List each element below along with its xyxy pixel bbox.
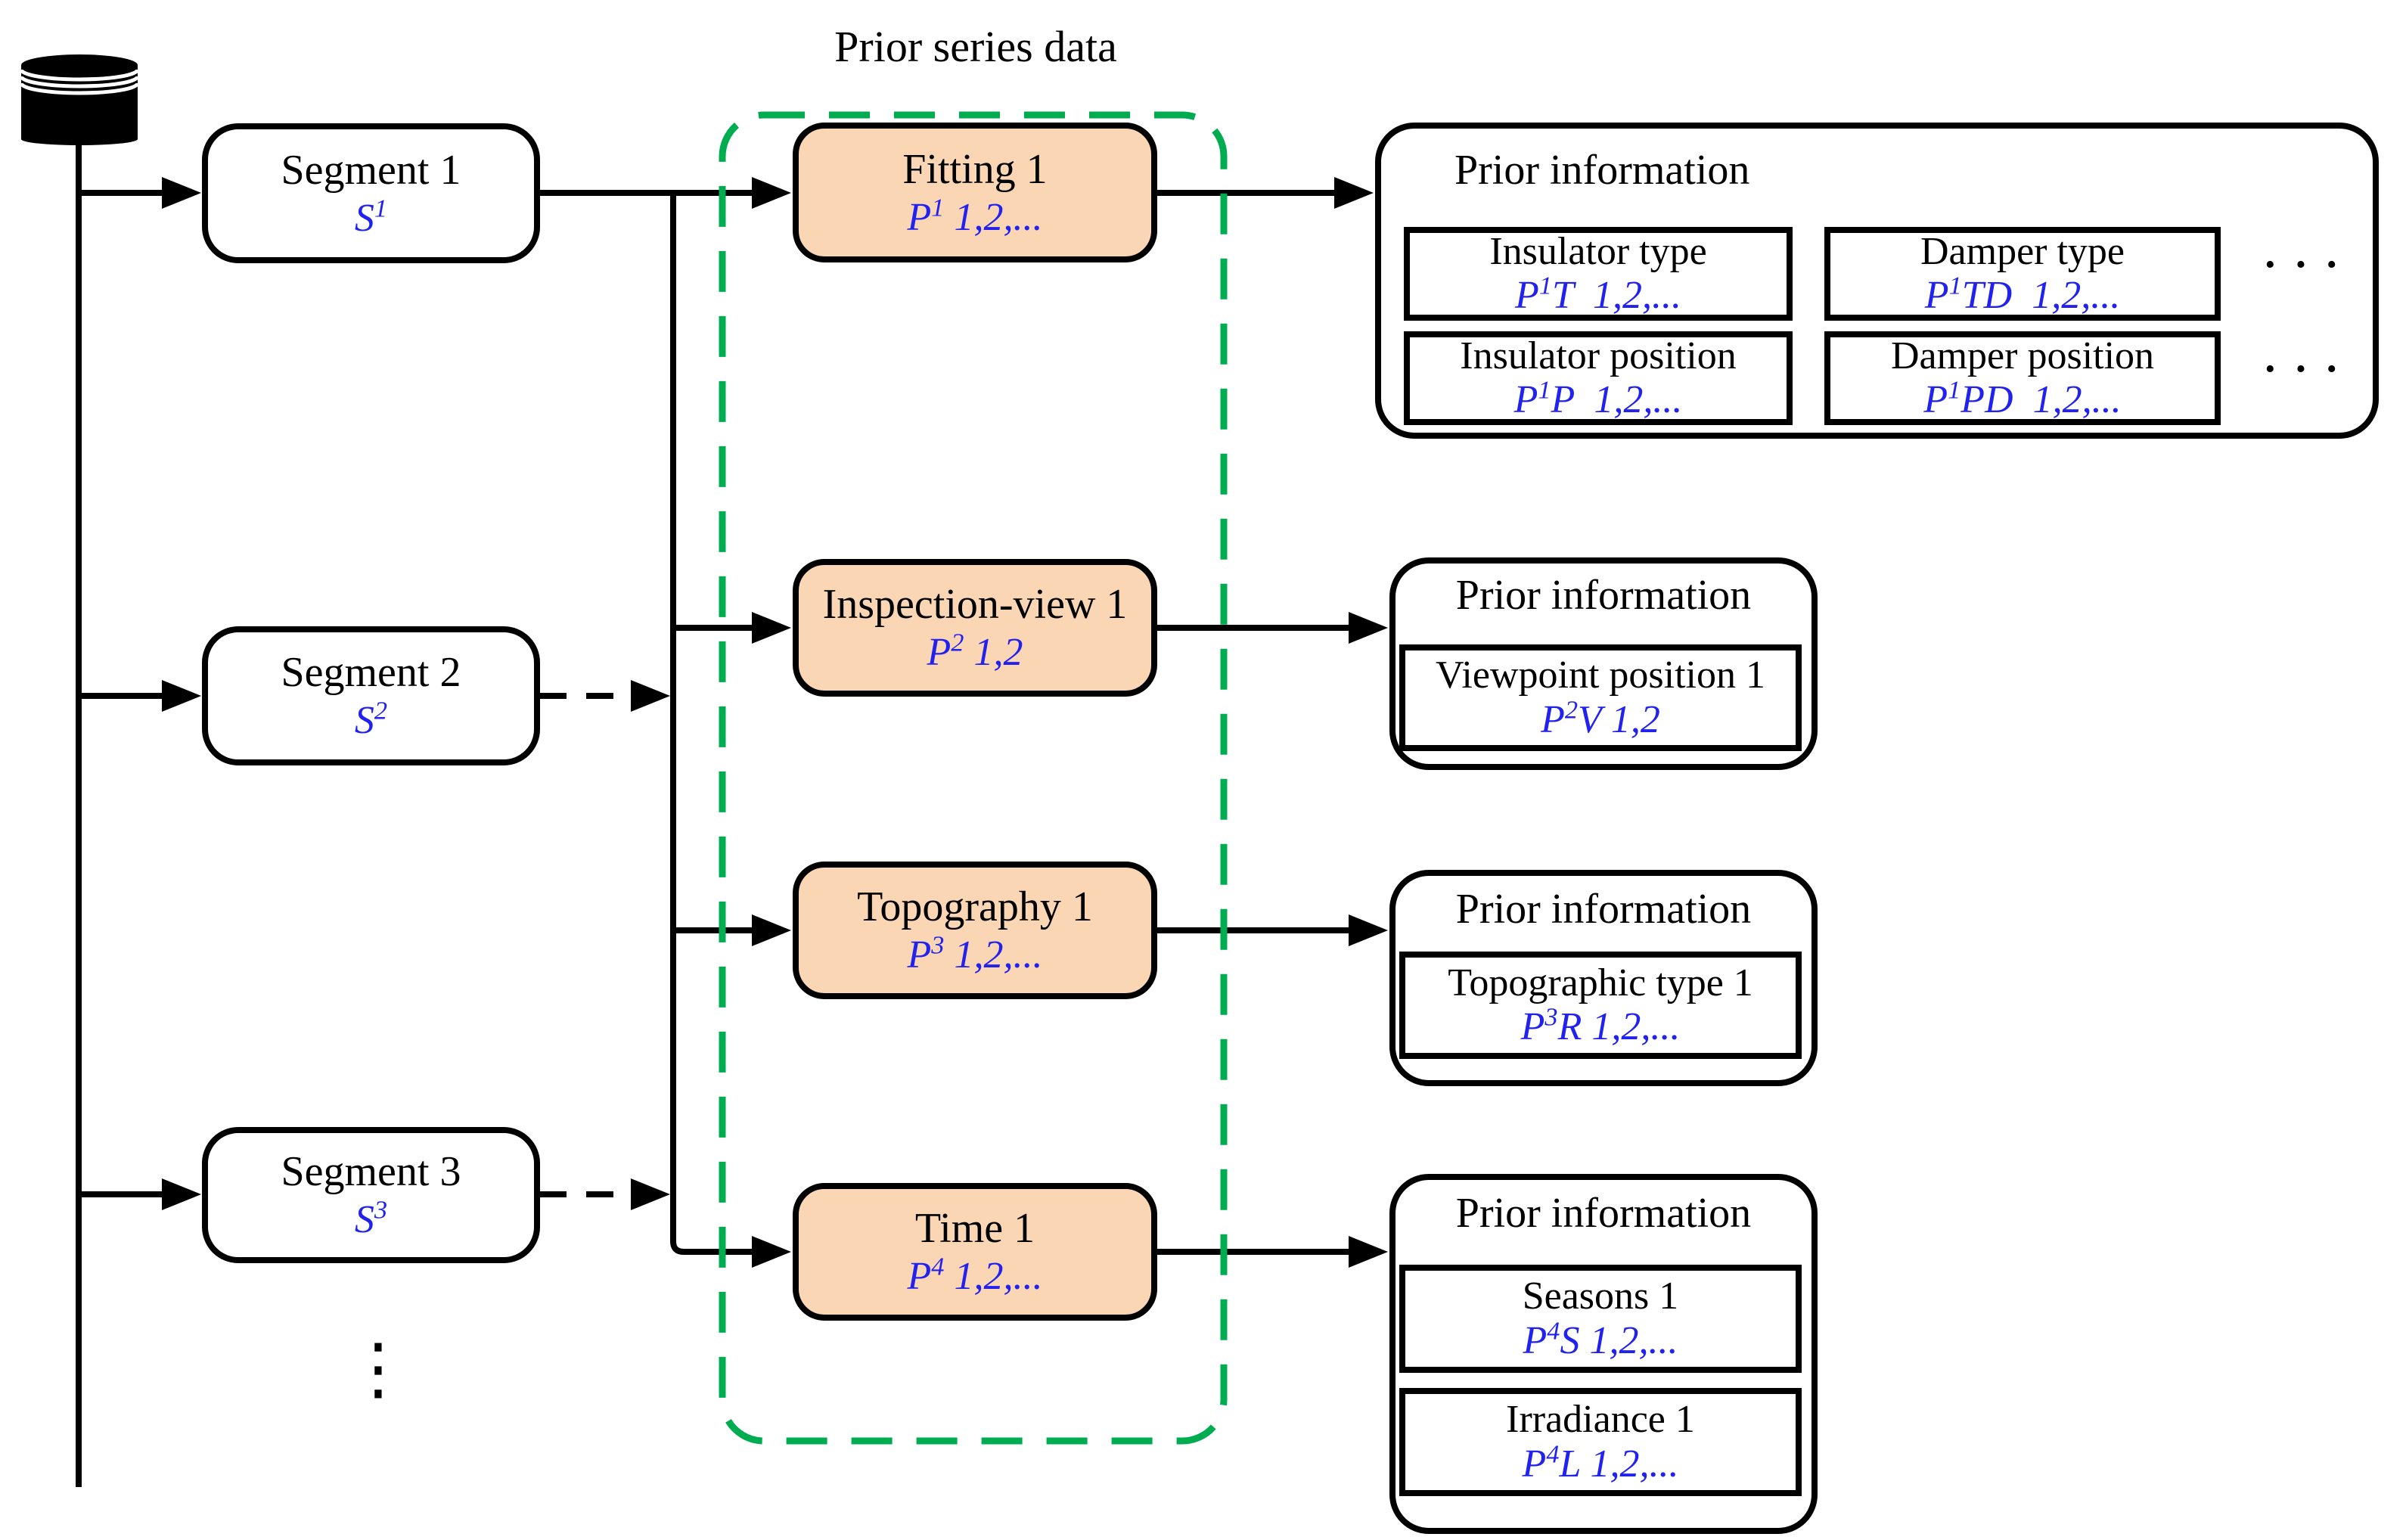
insulator-type-box: Insulator type P1T 1,2,...: [1404, 227, 1793, 321]
prior-info-panel-topography: Prior information Topographic type 1 P3R…: [1389, 870, 1818, 1086]
ellipsis-positions-row: ···: [2262, 346, 2356, 393]
viewpoint-position-box: Viewpoint position 1 P2V 1,2: [1399, 644, 1802, 751]
insulator-type-label: Insulator type: [1489, 229, 1707, 273]
segment-3-box: Segment 3 S3: [202, 1127, 540, 1263]
vertical-ellipsis: ⋮: [344, 1329, 412, 1408]
arrowhead-segment-3: [162, 1178, 201, 1210]
arrowhead-fitting: [752, 177, 791, 209]
topography-math: P3 1,2,...: [907, 931, 1043, 977]
prior-series-trunk-line: [670, 193, 753, 1255]
database-icon: [19, 54, 140, 145]
prior-series-data-label: Prior series data: [834, 22, 1117, 71]
seasons-label: Seasons 1: [1522, 1275, 1679, 1318]
time-math: P4 1,2,...: [907, 1253, 1043, 1299]
damper-type-math: P1TD 1,2,...: [1924, 271, 2121, 317]
prior-info-panel-inspection: Prior information Viewpoint position 1 P…: [1389, 557, 1818, 770]
damper-type-label: Damper type: [1920, 229, 2125, 273]
insulator-position-box: Insulator position P1P 1,2,...: [1404, 331, 1793, 425]
damper-position-math: P1PD 1,2,...: [1923, 375, 2122, 421]
prior-info-title-time: Prior information: [1455, 1190, 1752, 1237]
arrowhead-dashed-segment-2: [631, 680, 670, 712]
viewpoint-position-math: P2V 1,2: [1541, 695, 1660, 741]
arrowhead-dashed-segment-3: [631, 1178, 670, 1210]
prior-info-title-fitting: Prior information: [1454, 147, 1750, 194]
seasons-math: P4S 1,2,...: [1523, 1316, 1678, 1362]
arrowhead-inspection: [752, 612, 791, 644]
segment-2-label: Segment 2: [281, 649, 461, 697]
topographic-type-label: Topographic type 1: [1448, 961, 1753, 1004]
prior-info-panel-time: Prior information Seasons 1 P4S 1,2,... …: [1389, 1174, 1818, 1534]
arrowhead-panel-time: [1349, 1236, 1388, 1268]
insulator-position-math: P1P 1,2,...: [1513, 375, 1683, 421]
viewpoint-position-label: Viewpoint position 1: [1436, 654, 1765, 697]
irradiance-math: P4L 1,2,...: [1522, 1439, 1679, 1486]
fitting-box: Fitting 1 P1 1,2,...: [793, 123, 1157, 262]
time-box: Time 1 P4 1,2,...: [793, 1183, 1157, 1321]
arrowhead-panel-fitting: [1334, 177, 1374, 209]
damper-position-label: Damper position: [1890, 334, 2155, 377]
arrowhead-panel-inspection: [1349, 612, 1388, 644]
segment-1-box: Segment 1 S1: [202, 123, 540, 263]
arrowhead-segment-2: [162, 680, 201, 712]
arrowhead-segment-1: [162, 177, 201, 209]
segment-3-label: Segment 3: [281, 1148, 461, 1196]
inspection-view-label: Inspection-view 1: [822, 581, 1128, 629]
seasons-box: Seasons 1 P4S 1,2,...: [1399, 1265, 1802, 1373]
insulator-type-math: P1T 1,2,...: [1515, 271, 1681, 317]
fitting-label: Fitting 1: [902, 145, 1048, 193]
fitting-math: P1 1,2,...: [907, 193, 1043, 239]
arrowhead-topography: [752, 914, 791, 946]
topography-box: Topography 1 P3 1,2,...: [793, 862, 1157, 999]
ellipsis-types-row: ···: [2262, 241, 2356, 288]
arrowhead-time: [752, 1236, 791, 1268]
inspection-view-math: P2 1,2: [927, 629, 1023, 675]
topographic-type-math: P3R 1,2,...: [1520, 1002, 1681, 1048]
insulator-position-label: Insulator position: [1460, 334, 1737, 377]
topography-label: Topography 1: [857, 883, 1093, 931]
arrowhead-panel-topography: [1349, 914, 1388, 946]
segment-2-box: Segment 2 S2: [202, 626, 540, 765]
segment-1-math: S1: [354, 194, 388, 240]
segment-3-math: S3: [354, 1196, 388, 1242]
prior-info-panel-fitting: Prior information Insulator type P1T 1,2…: [1375, 123, 2379, 439]
prior-series-group-outline: [719, 111, 1228, 1445]
prior-info-title-inspection: Prior information: [1455, 572, 1752, 619]
inspection-view-box: Inspection-view 1 P2 1,2: [793, 559, 1157, 697]
irradiance-label: Irradiance 1: [1506, 1398, 1695, 1442]
prior-info-title-topography: Prior information: [1455, 886, 1752, 933]
irradiance-box: Irradiance 1 P4L 1,2,...: [1399, 1388, 1802, 1496]
damper-type-box: Damper type P1TD 1,2,...: [1824, 227, 2221, 321]
segment-1-label: Segment 1: [281, 146, 461, 194]
segment-2-math: S2: [354, 697, 388, 743]
topographic-type-box: Topographic type 1 P3R 1,2,...: [1399, 952, 1802, 1059]
damper-position-box: Damper position P1PD 1,2,...: [1824, 331, 2221, 425]
time-label: Time 1: [914, 1205, 1035, 1253]
